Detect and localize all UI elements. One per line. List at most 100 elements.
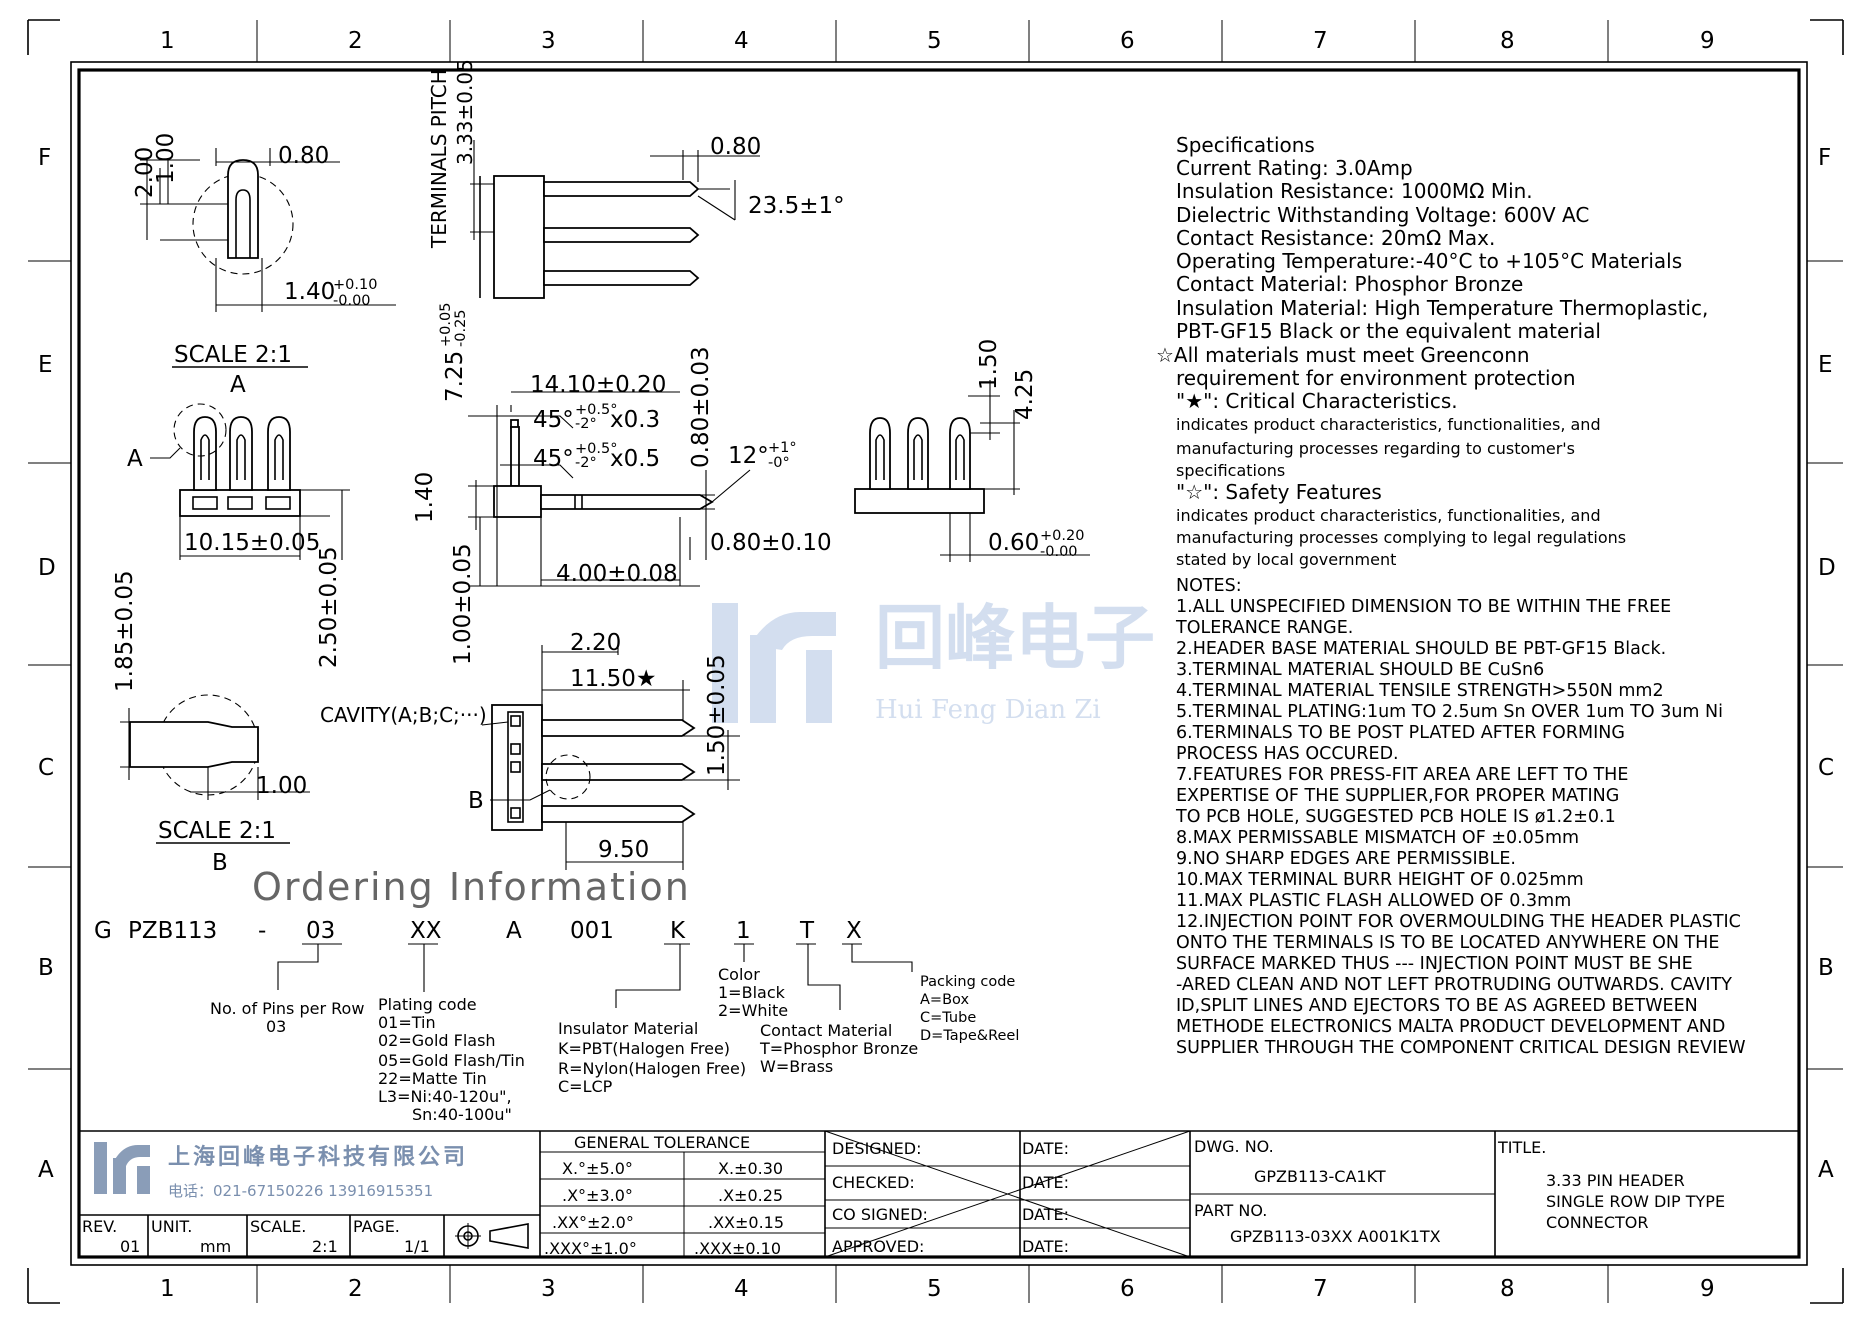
dim-label: 1.00 <box>256 773 307 799</box>
spec-line: specifications <box>1176 461 1285 480</box>
dim-label: 1.00 <box>153 133 179 184</box>
col-label: 4 <box>734 28 749 54</box>
ordering-plating-line: 01=Tin <box>378 1013 436 1032</box>
detail-view-a: 2.00 1.00 0.80 1.40 +0.10 -0.00 SCALE 2:… <box>132 133 396 398</box>
dim-label: 1.40 <box>284 279 335 305</box>
ordering-packing-line: C=Tube <box>920 1010 976 1026</box>
col-label: 7 <box>1313 28 1328 54</box>
spec-line: "★": Critical Characteristics. <box>1176 389 1458 413</box>
ordering-pins-title: No. of Pins per Row <box>210 999 364 1018</box>
ordering-insulator-line: K=PBT(Halogen Free) <box>558 1039 730 1058</box>
col-label: 1 <box>160 1276 175 1302</box>
approved-label: APPROVED: <box>832 1237 924 1256</box>
dim-label: 2.00 <box>132 147 158 198</box>
ordering-contact-line: Contact Material <box>760 1021 892 1040</box>
title-line: 3.33 PIN HEADER <box>1546 1171 1685 1190</box>
checked-label: CHECKED: <box>832 1173 915 1192</box>
spec-line: PBT-GF15 Black or the equivalent materia… <box>1176 319 1601 343</box>
note-line: 10.MAX TERMINAL BURR HEIGHT OF 0.025mm <box>1176 870 1584 890</box>
scale-label: SCALE. <box>250 1217 306 1236</box>
front-view: A 10.15±0.05 2.50±0.05 <box>127 403 350 668</box>
row-labels-left: F E D C B A <box>38 145 56 1183</box>
spec-line: Current Rating: 3.0Amp <box>1176 156 1413 180</box>
spec-line: manufacturing processes complying to leg… <box>1176 528 1626 547</box>
col-label: 1 <box>160 28 175 54</box>
watermark-text-en: Hui Feng Dian Zi <box>875 695 1101 725</box>
title-line: CONNECTOR <box>1546 1213 1648 1232</box>
col-label: 4 <box>734 1276 749 1302</box>
col-label: 9 <box>1700 28 1715 54</box>
ordering-plating-line: 05=Gold Flash/Tin <box>378 1051 525 1070</box>
col-label: 9 <box>1700 1276 1715 1302</box>
spec-line: ☆All materials must meet Greenconn <box>1156 343 1530 367</box>
title-block: 上海回峰电子科技有限公司 电话：021-67150226 13916915351… <box>79 1130 1799 1258</box>
row-label: B <box>38 955 54 981</box>
dim-tolerance: +1° <box>768 440 797 456</box>
note-line: 1.ALL UNSPECIFIED DIMENSION TO BE WITHIN… <box>1176 597 1671 617</box>
spec-line: Dielectric Withstanding Voltage: 600V AC <box>1176 203 1589 227</box>
part-no-value: GPZB113-03XX A001K1TX <box>1230 1227 1441 1246</box>
watermark-text-cn: 回峰电子 <box>875 597 1155 679</box>
col-label: 3 <box>541 28 556 54</box>
date-label: DATE: <box>1022 1139 1069 1158</box>
code-part: PZB113 <box>128 918 217 944</box>
designed-label: DESIGNED: <box>832 1139 922 1158</box>
company-logo-icon <box>94 1142 150 1194</box>
page-value: 1/1 <box>404 1237 430 1256</box>
note-line: 9.NO SHARP EDGES ARE PERMISSIBLE. <box>1176 849 1516 869</box>
note-line: ONTO THE TERMINALS IS TO BE LOCATED ANYW… <box>1176 933 1719 953</box>
tolerance-linear: X.±0.30 <box>718 1159 783 1178</box>
col-label: 6 <box>1120 28 1135 54</box>
dim-tolerance: +0.5° <box>575 402 617 418</box>
code-part: 03 <box>306 918 335 944</box>
col-label: 7 <box>1313 1276 1328 1302</box>
dim-label: 0.80±0.03 <box>688 346 714 468</box>
dim-label: 0.80±0.10 <box>710 530 832 556</box>
dim-tolerance: +0.5° <box>575 441 617 457</box>
ordering-title: Ordering Information <box>252 865 691 909</box>
scale-value: 2:1 <box>312 1237 338 1256</box>
row-label: A <box>38 1157 54 1183</box>
col-label: 6 <box>1120 1276 1135 1302</box>
note-line: 8.MAX PERMISSABLE MISMATCH OF ±0.05mm <box>1176 828 1579 848</box>
col-label: 3 <box>541 1276 556 1302</box>
ordering-plating-line: Sn:40-100u" <box>412 1105 512 1124</box>
tolerance-angle: .XX°±2.0° <box>552 1213 634 1232</box>
date-label: DATE: <box>1022 1205 1069 1224</box>
code-part: K <box>670 918 686 944</box>
dwg-no-value: GPZB113-CA1KT <box>1254 1167 1386 1186</box>
dim-label: x0.5 <box>610 446 660 472</box>
spec-line: Contact Resistance: 20mΩ Max. <box>1176 226 1495 250</box>
spec-line: manufacturing processes regarding to cus… <box>1176 439 1575 458</box>
general-tolerance-heading: GENERAL TOLERANCE <box>574 1133 750 1152</box>
code-part: A <box>506 918 522 944</box>
spec-line: Operating Temperature:-40°C to +105°C Ma… <box>1176 249 1682 273</box>
notes-block: NOTES: 1.ALL UNSPECIFIED DIMENSION TO BE… <box>1175 576 1746 1058</box>
ordering-color-line: 2=White <box>718 1001 788 1020</box>
view-caption: CAVITY(A;B;C;···) <box>320 703 487 727</box>
detail-view-b: 1.85±0.05 1.00 SCALE 2:1 B <box>112 570 310 876</box>
detail-letter: B <box>468 788 484 814</box>
row-label: F <box>1818 145 1831 171</box>
row-label: D <box>1818 555 1836 581</box>
ordering-packing-line: D=Tape&Reel <box>920 1028 1019 1044</box>
part-no-label: PART NO. <box>1194 1201 1267 1220</box>
ordering-color-line: 1=Black <box>718 983 786 1002</box>
company-name-cn: 上海回峰电子科技有限公司 <box>168 1144 468 1170</box>
tolerance-angle: .XXX°±1.0° <box>544 1239 637 1258</box>
row-labels-right: F E D C B A <box>1818 145 1836 1183</box>
note-line: 5.TERMINAL PLATING:1um TO 2.5um Sn OVER … <box>1176 702 1723 722</box>
dim-label: x0.3 <box>610 407 660 433</box>
spec-line: stated by local government <box>1176 550 1396 569</box>
ordering-color-line: Color <box>718 965 760 984</box>
ordering-insulator-line: R=Nylon(Halogen Free) <box>558 1059 746 1078</box>
note-line: 4.TERMINAL MATERIAL TENSILE STRENGTH>550… <box>1176 681 1664 701</box>
code-part: G <box>94 918 112 944</box>
code-part: 001 <box>570 918 614 944</box>
note-line: EXPERTISE OF THE SUPPLIER,FOR PROPER MAT… <box>1176 786 1619 806</box>
company-phone: 电话：021-67150226 13916915351 <box>168 1182 433 1200</box>
dim-label: 3.33±0.05 <box>453 59 477 165</box>
col-label: 5 <box>927 1276 942 1302</box>
note-line: PROCESS HAS OCCURED. <box>1176 744 1399 764</box>
